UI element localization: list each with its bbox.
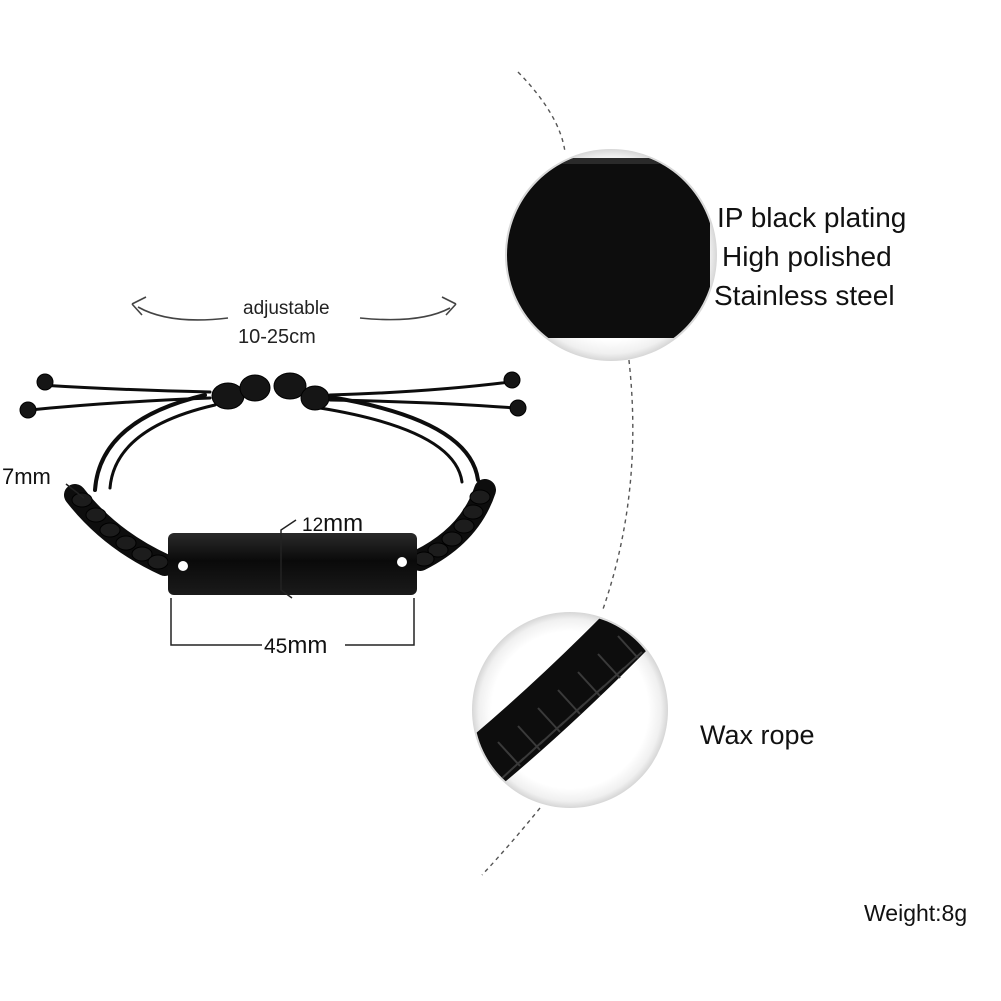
dashed-guide-curve-bottom bbox=[481, 807, 541, 876]
rope-thickness-label: 7mm bbox=[2, 464, 51, 489]
dimension-lines bbox=[65, 483, 415, 646]
weight-label: Weight:8g bbox=[864, 900, 968, 926]
adjustable-label: adjustable bbox=[243, 298, 330, 319]
plate-detail-circle bbox=[505, 149, 717, 361]
name-plate bbox=[168, 533, 417, 595]
feature-plating: IP black plating bbox=[717, 202, 907, 233]
plate-hole-left bbox=[178, 561, 188, 571]
braid-knots bbox=[71, 489, 491, 570]
plate-width-label: 45mm bbox=[264, 632, 327, 660]
rope-detail-circle bbox=[472, 612, 668, 808]
slide-knot bbox=[211, 372, 330, 411]
plate-width-unit: mm bbox=[287, 632, 328, 659]
adjust-arrow-right bbox=[441, 296, 457, 316]
plate-height-unit: mm bbox=[323, 510, 364, 537]
adjustable-range: 10-25cm bbox=[238, 326, 316, 348]
dashed-guide-curve-middle bbox=[601, 351, 634, 613]
end-knots bbox=[19, 371, 527, 419]
rope-label: Wax rope bbox=[700, 720, 815, 750]
feature-material: Stainless steel bbox=[714, 280, 895, 311]
plate-width-number: 45 bbox=[264, 635, 288, 658]
adjust-arrow-left bbox=[131, 296, 147, 316]
plate-height-number: 12 bbox=[302, 515, 324, 536]
dashed-guide-curve bbox=[517, 71, 566, 153]
plate-hole-right bbox=[397, 557, 407, 567]
adjust-arc-left bbox=[137, 306, 229, 321]
feature-polish: High polished bbox=[722, 241, 892, 272]
adjust-arc-right bbox=[359, 307, 451, 321]
plate-height-label: 12mm bbox=[302, 510, 363, 538]
